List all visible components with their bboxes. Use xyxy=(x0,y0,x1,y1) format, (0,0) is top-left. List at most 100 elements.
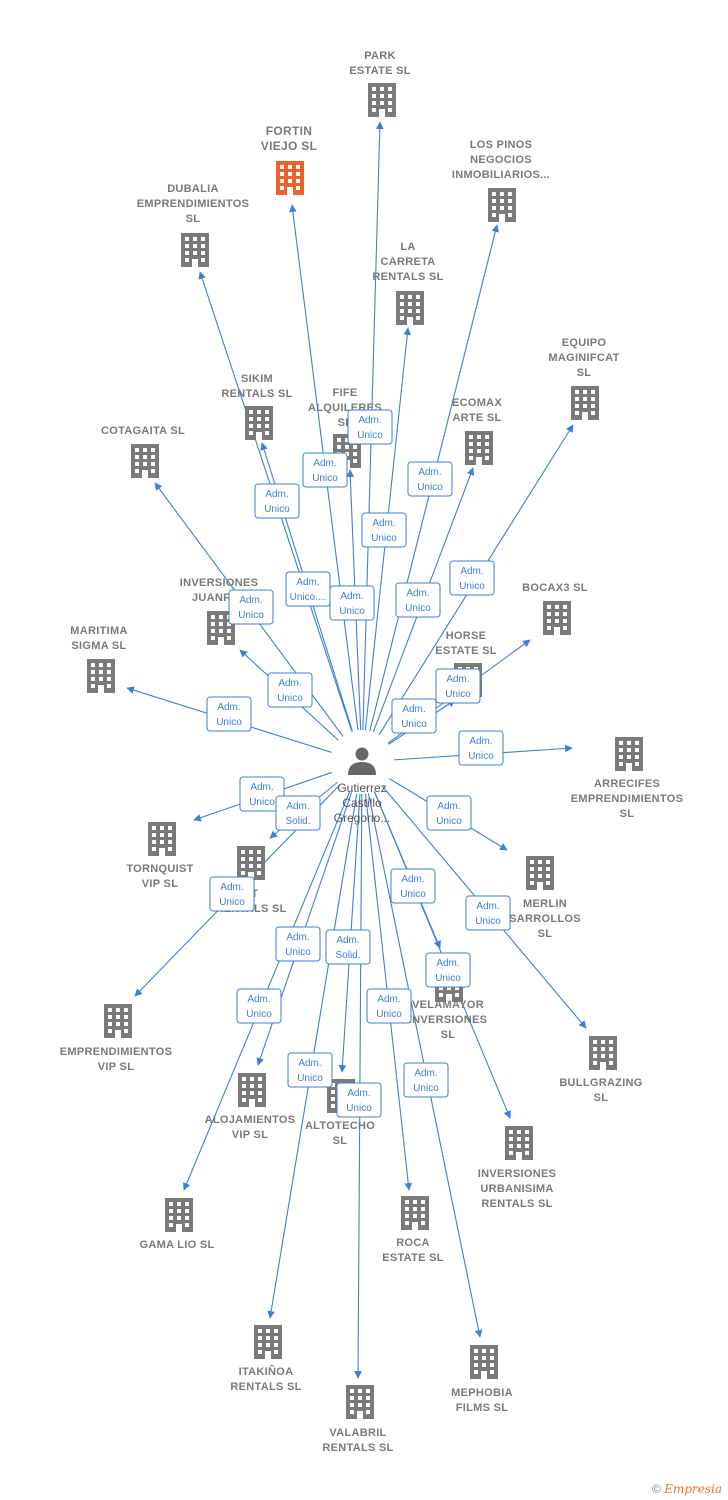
company-label-line[interactable]: FIFE xyxy=(332,387,357,399)
role-badge-park-estate[interactable]: Adm.Unico xyxy=(347,409,393,445)
role-badge-alojamientos[interactable]: Adm.Unico xyxy=(275,926,321,962)
footer-brand[interactable]: © Empresia xyxy=(652,1482,722,1496)
company-label-line[interactable]: EMPRENDIMIENTOS xyxy=(571,793,683,805)
role-badge-itakinoa[interactable]: Adm.Unico xyxy=(287,1052,333,1088)
person-name-line[interactable]: Gutierrez xyxy=(337,781,386,795)
building-icon[interactable] xyxy=(470,1345,498,1379)
company-label-line[interactable]: ESTATE SL xyxy=(382,1252,444,1264)
role-badge-bullgrazing[interactable]: Adm.Unico xyxy=(465,895,511,931)
company-label-line[interactable]: ESTATE SL xyxy=(349,65,411,77)
role-badge-fortin-viejo[interactable]: Adm.Unico xyxy=(302,452,348,488)
company-label-line[interactable]: SL xyxy=(620,808,635,820)
company-node-equipo-maginifcat[interactable]: EQUIPO MAGINIFCAT SL xyxy=(548,337,619,420)
company-label-line[interactable]: VIEJO SL xyxy=(261,139,317,153)
company-label-line[interactable]: MAGINIFCAT xyxy=(548,352,619,364)
company-node-bocax3[interactable]: BOCAX3 SL xyxy=(522,582,588,635)
company-label-line[interactable]: ESTATE SL xyxy=(435,645,497,657)
company-label-line[interactable]: FILMS SL xyxy=(456,1402,509,1414)
building-icon[interactable] xyxy=(526,856,554,890)
role-badge-mephobia[interactable]: Adm.Unico xyxy=(403,1062,449,1098)
company-label-line[interactable]: URBANISIMA xyxy=(480,1183,553,1195)
company-node-los-pinos[interactable]: LOS PINOSNEGOCIOSINMOBILIARIOS... xyxy=(452,139,550,222)
company-label-line[interactable]: EMPRENDIMIENTOS xyxy=(137,198,249,210)
company-label-line[interactable]: SL xyxy=(594,1092,609,1104)
company-label-line[interactable]: RENTALS SL xyxy=(230,1381,301,1393)
person-name-line[interactable]: Gregorio... xyxy=(334,811,391,825)
company-label-line[interactable]: LOS PINOS xyxy=(470,139,533,151)
role-badge-inversiones-urbanisima[interactable]: Adm.Unico xyxy=(425,952,471,988)
building-icon[interactable] xyxy=(87,659,115,693)
company-node-dubalia[interactable]: DUBALIA EMPRENDIMIENTOS SL xyxy=(137,183,249,267)
building-icon[interactable] xyxy=(543,601,571,635)
building-icon[interactable] xyxy=(615,737,643,771)
company-label-line[interactable]: SL xyxy=(333,1135,348,1147)
building-icon[interactable] xyxy=(165,1198,193,1232)
role-badge-roca-estate[interactable]: Adm.Unico xyxy=(366,988,412,1024)
company-label-line[interactable]: VIP SL xyxy=(232,1129,268,1141)
role-badge-fife[interactable]: Adm.Unico xyxy=(329,585,375,621)
role-badge-altotecho[interactable]: Adm.Solid. xyxy=(325,929,371,965)
company-label-line[interactable]: RENTALS SL xyxy=(322,1442,393,1454)
company-label-line[interactable]: SL xyxy=(538,928,553,940)
role-badge-cotagaita[interactable]: Adm.Unico xyxy=(228,589,274,625)
building-icon[interactable] xyxy=(589,1036,617,1070)
company-label-line[interactable]: ROCA xyxy=(396,1237,430,1249)
role-badge-la-carreta[interactable]: Adm.Unico xyxy=(361,512,407,548)
company-label-line[interactable]: SIGMA SL xyxy=(71,640,126,652)
building-icon[interactable] xyxy=(237,846,265,880)
building-icon[interactable] xyxy=(505,1126,533,1160)
company-label-line[interactable]: RENTALS SL xyxy=(372,271,443,283)
company-label-line[interactable]: INVERSIONES xyxy=(478,1168,557,1180)
building-icon[interactable] xyxy=(131,444,159,478)
company-label-line[interactable]: CARRETA xyxy=(380,256,435,268)
building-icon[interactable] xyxy=(346,1385,374,1419)
company-label-line[interactable]: PARK xyxy=(364,50,396,62)
company-label-line[interactable]: FORTIN xyxy=(266,124,312,138)
role-badge-gama-lio[interactable]: Adm.Unico xyxy=(236,988,282,1024)
company-label-line[interactable]: RENTALS SL xyxy=(221,388,292,400)
company-label-line[interactable]: DUBALIA xyxy=(167,183,219,195)
company-node-arrecifes[interactable]: ARRECIFES EMPRENDIMIENTOS SL xyxy=(571,737,683,820)
company-node-cotagaita[interactable]: COTAGAITA SL xyxy=(101,425,185,478)
company-label-line[interactable]: SL xyxy=(441,1029,456,1041)
company-node-park-estate[interactable]: PARK ESTATE SL xyxy=(349,50,411,117)
building-icon[interactable] xyxy=(571,386,599,420)
company-label-line[interactable]: ALOJAMIENTOS xyxy=(205,1114,296,1126)
company-label-line[interactable]: BOCAX3 SL xyxy=(522,582,588,594)
company-label-line[interactable]: LA xyxy=(400,241,415,253)
role-badge-equipo-maginifcat[interactable]: Adm.Unico xyxy=(449,560,495,596)
company-label-line[interactable]: EQUIPO xyxy=(562,337,607,349)
person-name-line[interactable]: Castillo xyxy=(342,796,382,810)
role-badge-inversiones-juanflo[interactable]: Adm.Unico xyxy=(267,672,313,708)
company-label-line[interactable]: ALTOTECHO xyxy=(305,1120,375,1132)
company-label-line[interactable]: SL xyxy=(186,213,201,225)
company-node-tornquist[interactable]: TORNQUIST VIP SL xyxy=(126,822,193,890)
role-badge-tornquist[interactable]: Adm.Unico xyxy=(239,776,285,812)
role-badge-ecomax[interactable]: Adm.Unico xyxy=(395,582,441,618)
company-label-line[interactable]: MEPHOBIA xyxy=(451,1387,513,1399)
company-label-line[interactable]: VIP SL xyxy=(142,878,178,890)
company-node-roca-estate[interactable]: ROCA ESTATE SL xyxy=(382,1196,444,1264)
company-node-alojamientos[interactable]: ALOJAMIENTOS VIP SL xyxy=(205,1073,296,1141)
company-label-line[interactable]: VIP SL xyxy=(98,1061,134,1073)
role-badge-emprendimientos-vip[interactable]: Adm.Unico xyxy=(209,876,255,912)
company-node-gama-lio[interactable]: GAMA LIO SL xyxy=(140,1198,215,1251)
company-label-line[interactable]: TORNQUIST xyxy=(126,863,193,875)
company-label-line[interactable]: BULLGRAZING xyxy=(559,1077,642,1089)
building-icon[interactable] xyxy=(181,233,209,267)
company-node-mephobia[interactable]: MEPHOBIA FILMS SL xyxy=(451,1345,513,1414)
company-label-line[interactable]: MARITIMA xyxy=(70,625,127,637)
company-label-line[interactable]: ARRECIFES xyxy=(594,778,660,790)
building-icon[interactable] xyxy=(254,1325,282,1359)
company-label-line[interactable]: SL xyxy=(577,367,592,379)
company-node-maritima-sigma[interactable]: MARITIMA SIGMA SL xyxy=(70,625,127,693)
